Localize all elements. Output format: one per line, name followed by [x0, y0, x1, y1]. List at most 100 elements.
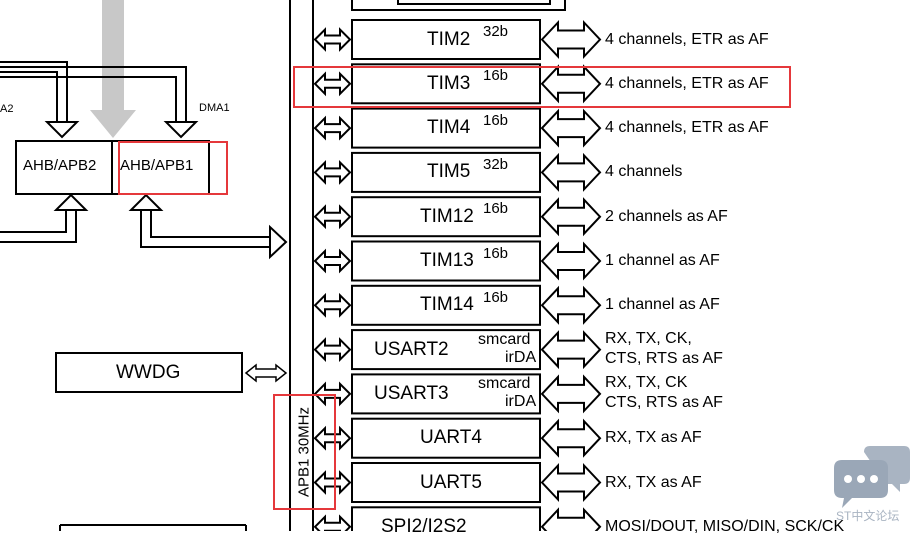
- bus-connector-arrow: [313, 425, 352, 451]
- wwdg-label: WWDG: [116, 362, 181, 383]
- peripheral-name: USART2: [374, 338, 449, 360]
- peripheral-name: UART4: [420, 427, 482, 449]
- peripheral-description: RX, TX as AF: [605, 473, 702, 491]
- apb1-bus-highlight: [273, 394, 336, 510]
- apb1-path-inner: [150, 210, 270, 238]
- peripheral-name: TIM5: [427, 161, 471, 183]
- dma2-label: A2: [0, 103, 14, 115]
- dma1-arrowhead: [163, 121, 199, 139]
- peripheral-bit-width: 16b: [483, 200, 509, 218]
- wwdg-box: [55, 352, 243, 393]
- peripheral-extra-smcard: smcard: [478, 331, 531, 349]
- peripheral-description: 4 channels, ETR as AF: [605, 30, 769, 48]
- bus-connector-arrow: [313, 514, 352, 531]
- bus-connector-arrow: [313, 470, 352, 495]
- dma2-path-inner: [0, 71, 58, 122]
- gray-bus-shaft: [102, 0, 124, 110]
- io-double-arrow: [540, 108, 602, 148]
- peripheral-bit-width: 32b: [483, 155, 509, 173]
- peripheral-box: [351, 284, 541, 326]
- chat-bubble-icon: [834, 446, 910, 508]
- bridge-apb1-label: AHB/APB1: [120, 157, 194, 174]
- gray-bus-head: [90, 110, 136, 138]
- peripheral-rows: [313, 19, 602, 531]
- peripheral-extra-smcard: smcard: [478, 375, 531, 393]
- bus-connector-arrow: [313, 27, 352, 52]
- peripheral-name: TIM12: [420, 205, 474, 227]
- peripheral-description-line1: RX, TX, CK: [605, 374, 688, 392]
- apb2-path-upper: [0, 210, 77, 243]
- peripheral-name: TIM13: [420, 250, 474, 271]
- peripheral-box: [351, 373, 541, 415]
- apb1-path-outer: [140, 210, 270, 248]
- peripheral-box: [351, 196, 541, 238]
- io-double-arrow: [540, 374, 602, 414]
- peripheral-description-line2: CTS, RTS as AF: [605, 394, 723, 412]
- peripheral-bit-width: 16b: [483, 288, 509, 306]
- dma1-path-outer: [0, 66, 187, 122]
- io-double-arrow: [540, 462, 602, 503]
- io-double-arrow: [540, 64, 602, 104]
- peripheral-box: [351, 329, 541, 371]
- apb1-arrowhead-right: [269, 224, 288, 260]
- peripheral-box: [351, 506, 541, 531]
- bus-connector-arrow: [313, 115, 352, 141]
- peripheral-name: UART5: [420, 471, 482, 493]
- peripheral-extra-irda: irDA: [505, 349, 537, 367]
- peripheral-description-line2: CTS, RTS as AF: [605, 350, 723, 368]
- dma2-arrowhead: [44, 121, 80, 139]
- peripheral-extra-irda: irDA: [505, 393, 537, 411]
- peripheral-box: [351, 63, 541, 105]
- io-double-arrow: [540, 418, 602, 458]
- peripheral-box: [351, 462, 541, 503]
- peripheral-name: TIM14: [420, 294, 474, 316]
- peripheral-description: 2 channels as AF: [605, 207, 728, 225]
- bridge-apb2-label: AHB/APB2: [23, 157, 97, 174]
- peripheral-box: [351, 417, 541, 459]
- peripheral-description: 1 channel as AF: [605, 296, 720, 314]
- io-double-arrow: [540, 241, 602, 281]
- apb1-highlight: [118, 141, 228, 195]
- apb2-path-lower: [0, 210, 67, 233]
- apb1-arrowhead-up: [128, 193, 164, 211]
- peripheral-bit-width: 16b: [483, 244, 509, 262]
- bus-connector-arrow: [313, 337, 352, 363]
- io-double-arrow: [540, 285, 602, 325]
- peripheral-bit-width: 16b: [483, 67, 509, 85]
- peripheral-bit-width: 32b: [483, 23, 509, 40]
- peripheral-description: 4 channels, ETR as AF: [605, 119, 769, 137]
- bus-connector-arrow: [313, 159, 352, 185]
- peripheral-description: MOSI/DOUT, MISO/DIN, SCK/CK: [605, 517, 845, 535]
- peripheral-name: TIM4: [427, 117, 471, 139]
- bus-connector-arrow: [313, 381, 352, 407]
- peripheral-name: USART3: [374, 382, 449, 404]
- io-double-arrow: [540, 19, 602, 60]
- peripheral-name: TIM3: [427, 72, 471, 94]
- top-block-inner: [397, 0, 551, 5]
- io-double-arrow: [540, 197, 602, 237]
- peripheral-box: [351, 240, 541, 282]
- io-double-arrow: [540, 152, 602, 192]
- dma1-path-inner: [0, 76, 177, 122]
- io-double-arrow: [540, 507, 602, 531]
- bridge-apb1-box: [111, 140, 210, 195]
- peripheral-name: TIM2: [427, 28, 471, 50]
- peripheral-name: SPI2/I2S2: [381, 515, 467, 537]
- dma1-label: DMA1: [199, 102, 230, 114]
- bus-connector-arrow: [313, 292, 352, 318]
- peripheral-description-line1: RX, TX, CK,: [605, 330, 692, 348]
- wwdg-double-arrow: [244, 363, 288, 383]
- peripheral-description: 1 channel as AF: [605, 252, 720, 269]
- bus-connector-arrow: [313, 71, 352, 97]
- peripheral-bit-width: 16b: [483, 111, 509, 129]
- peripheral-description: 4 channels, ETR as AF: [605, 74, 769, 92]
- peripheral-description: RX, TX as AF: [605, 429, 702, 447]
- bus-connector-arrow: [313, 204, 352, 230]
- io-double-arrow: [540, 330, 602, 370]
- peripheral-box: [351, 19, 541, 60]
- dma2-path-outer: [0, 61, 68, 122]
- peripheral-box: [351, 107, 541, 149]
- tim3-highlight: [293, 66, 791, 108]
- forum-watermark: ST中文论坛: [830, 444, 912, 531]
